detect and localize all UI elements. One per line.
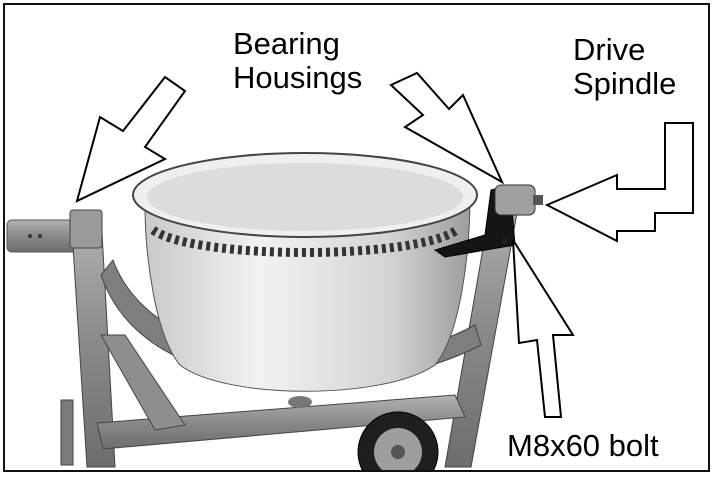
bearing-housings-label: Bearing Housings: [233, 27, 362, 95]
drum: [132, 152, 478, 408]
bearing-label-line-2: Housings: [233, 60, 363, 95]
arrow-right-bearing: [389, 71, 505, 185]
left-bearing-housing: [69, 209, 103, 249]
drive-assembly: [433, 184, 543, 258]
gear-ring: [150, 226, 460, 257]
bearing-label-line-1: Bearing: [233, 26, 340, 61]
drive-label-line-1: Drive: [573, 32, 646, 67]
arrow-bolt: [512, 239, 575, 418]
mixer-illustration: [6, 71, 694, 470]
bolt-label: M8x60 bolt: [507, 428, 659, 463]
right-bearing-housing: [494, 184, 536, 216]
drive-spindle: [533, 195, 543, 205]
drive-spindle-label: Drive Spindle: [573, 33, 676, 101]
arrow-drive-spindle: [544, 122, 694, 243]
mixer-stand: [6, 190, 522, 470]
callout-arrows: [75, 71, 694, 418]
arrow-left-bearing: [75, 75, 187, 203]
drive-label-line-2: Spindle: [573, 66, 677, 101]
figure-frame: Bearing Housings Drive Spindle M8x60 bol…: [3, 3, 710, 472]
bolt-head: [502, 238, 508, 244]
bottom-crossbar: [96, 394, 466, 450]
